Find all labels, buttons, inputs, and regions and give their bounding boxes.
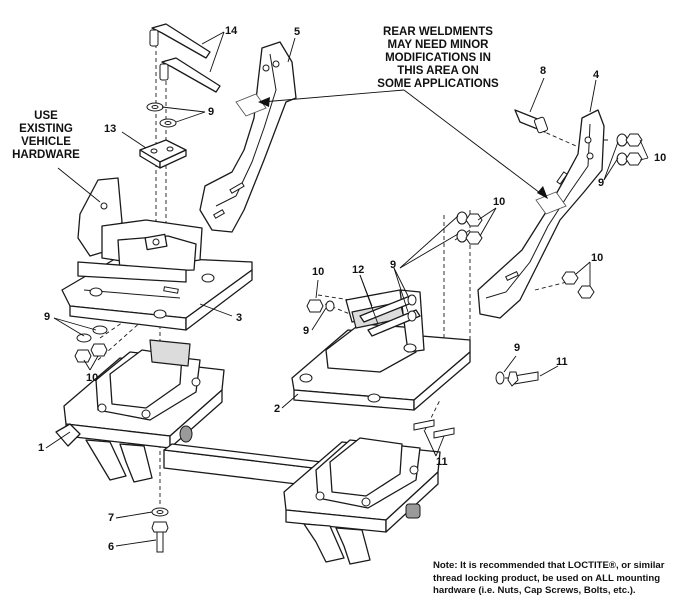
part-number-11-right: 11 [556,356,568,368]
part-number-9-right: 9 [598,177,605,189]
part-number-4: 4 [593,69,600,81]
part-number-11-lower: 11 [436,456,448,468]
part-number-9-mid: 9 [303,325,310,337]
part-number-9-center: 9 [390,259,397,271]
part-number-13: 13 [104,123,117,135]
use-existing-line-2: EXISTING [19,123,73,135]
part-number-9-left: 9 [44,311,51,323]
use-existing-line-4: HARDWARE [12,149,80,161]
part-number-7: 7 [108,512,115,524]
part-number-3: 3 [236,312,243,324]
pin-part-14 [149,23,221,93]
part-number-10-right-lower: 10 [591,252,604,264]
part-number-10-right-upper: 10 [654,152,667,164]
receiver-right-part-1 [283,437,441,565]
note-line-1: Note: It is recommended that LOCTITE®, o… [433,560,665,571]
loctite-note: Note: It is recommended that LOCTITE®, o… [433,560,691,598]
part-number-9-lower: 9 [514,342,521,354]
rear-weldments-line-5: SOME APPLICATIONS [377,78,499,90]
washers-upper [146,102,177,128]
rear-weldments-line-3: MODIFICATIONS IN [385,52,491,64]
part-number-1: 1 [38,442,45,454]
bolts-part-11 [413,371,539,439]
plate-part-13 [139,139,187,169]
part-number-12: 12 [352,264,365,276]
note-line-2: thread locking product, be used on ALL m… [433,572,661,584]
part-number-2: 2 [274,403,281,415]
rear-weldments-line-1: REAR WELDMENTS [383,26,493,38]
pin-part-8 [514,109,549,134]
rear-weldments-callout: REAR WELDMENTS MAY NEED MINOR MODIFICATI… [358,26,518,91]
bolt-part-6-washer-part-7 [151,507,169,553]
leader-lines [45,31,649,547]
use-existing-line-1: USE [34,110,58,122]
use-existing-hardware-callout: USE EXISTING VEHICLE HARDWARE [4,110,88,162]
hardware-left-lower [74,325,108,363]
use-existing-line-3: VEHICLE [21,136,71,148]
mount-plate-part-2 [291,289,471,411]
rear-weldments-line-4: THIS AREA ON [397,65,479,77]
part-number-10-left: 10 [86,372,99,384]
callout-arrowheads [258,97,548,199]
rear-weldments-line-2: MAY NEED MINOR [387,39,489,51]
hardware-right-mid [561,271,595,299]
mount-plate-part-3 [61,177,253,331]
part-number-6: 6 [108,541,115,553]
bracket-part-4 [477,109,605,319]
bracket-part-5 [199,41,297,233]
receiver-part-1 [55,339,339,489]
hardware-center [306,211,483,322]
part-number-9-upper: 9 [208,106,215,118]
part-number-5: 5 [294,26,301,38]
note-line-3: hardware (i.e. Nuts, Cap Screws, Bolts, … [433,585,636,596]
part-number-10-center: 10 [493,196,506,208]
part-number-10-mid: 10 [312,266,325,278]
part-number-14: 14 [225,25,238,37]
part-number-8: 8 [540,65,547,77]
hardware-right-upper [616,133,643,166]
